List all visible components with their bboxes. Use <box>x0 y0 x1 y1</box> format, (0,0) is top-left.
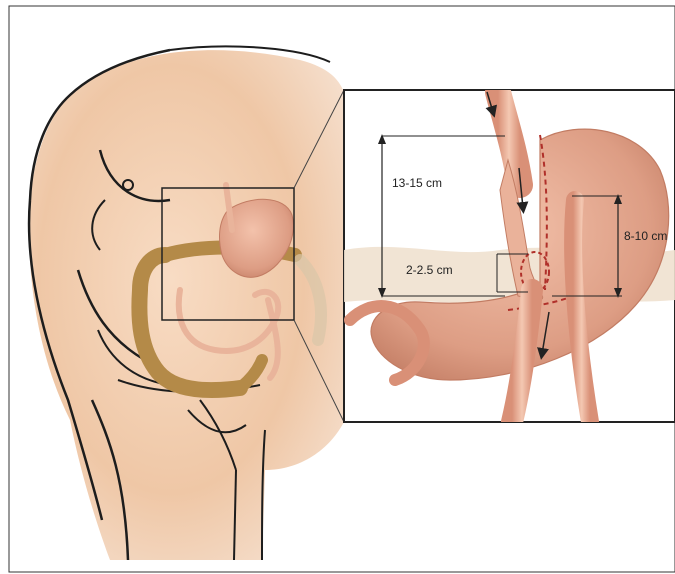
stomach-height-label: 8-10 cm <box>624 229 667 243</box>
torso-figure <box>29 46 345 560</box>
pouch-length-label: 13-15 cm <box>392 176 442 190</box>
stoma-diameter-label: 2-2.5 cm <box>406 263 453 277</box>
zoom-inset-panel: 13-15 cm 2-2.5 cm 8-10 cm <box>344 90 675 422</box>
torso-skin <box>29 50 345 560</box>
